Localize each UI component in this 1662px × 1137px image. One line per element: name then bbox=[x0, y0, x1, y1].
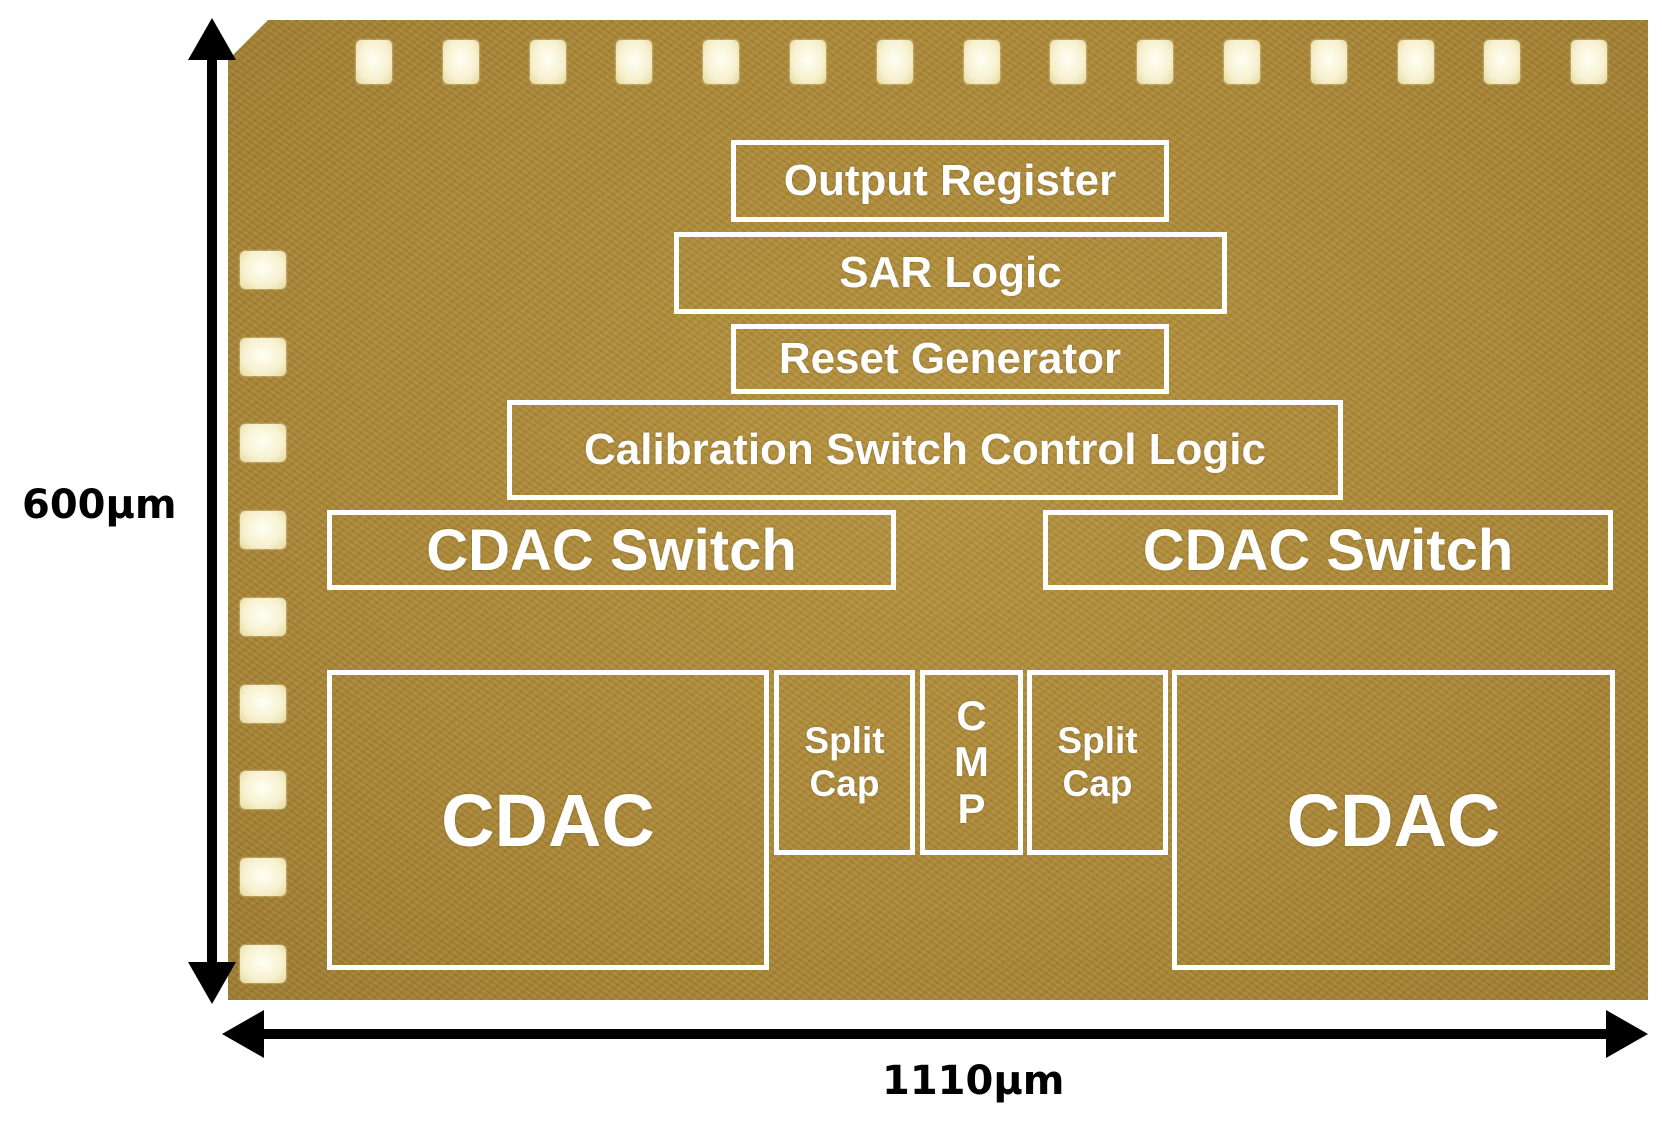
left-bond-pad bbox=[240, 771, 286, 810]
top-bond-pad bbox=[1310, 40, 1347, 84]
cdac-switch-right-label: CDAC Switch bbox=[1142, 517, 1514, 583]
height-dimension-label: 600μm bbox=[22, 482, 177, 528]
top-bond-pad bbox=[529, 40, 566, 84]
chip-die-photo: Output Register SAR Logic Reset Generato… bbox=[228, 20, 1648, 1000]
cdac-right-block: CDAC bbox=[1172, 670, 1615, 970]
comparator-letter-p: P bbox=[957, 784, 986, 832]
top-bond-pad bbox=[616, 40, 653, 84]
split-cap-left-line-2: Cap bbox=[809, 762, 880, 804]
comparator-block: C M P bbox=[920, 670, 1023, 855]
left-bond-pad bbox=[240, 944, 286, 983]
left-bond-pad bbox=[240, 684, 286, 723]
top-bond-pad bbox=[1050, 40, 1087, 84]
width-arrow bbox=[222, 1010, 1648, 1058]
top-bond-pad bbox=[1224, 40, 1260, 84]
top-bond-pad bbox=[1484, 40, 1521, 84]
comparator-letter-m: M bbox=[954, 738, 989, 786]
output-register-block: Output Register bbox=[731, 140, 1169, 222]
calibration-switch-control-logic-block: Calibration Switch Control Logic bbox=[507, 400, 1343, 500]
top-bond-pad bbox=[1397, 40, 1434, 84]
split-cap-right-line-2: Cap bbox=[1062, 762, 1133, 804]
sar-logic-label: SAR Logic bbox=[839, 248, 1062, 297]
split-cap-left-block: Split Cap bbox=[774, 670, 915, 855]
split-cap-right-block: Split Cap bbox=[1027, 670, 1168, 855]
top-bond-pad bbox=[703, 40, 740, 84]
top-bond-pad bbox=[876, 40, 913, 84]
top-bond-pad bbox=[442, 40, 479, 84]
left-bond-pad bbox=[240, 424, 286, 463]
left-bond-pad bbox=[240, 511, 286, 550]
sar-logic-block: SAR Logic bbox=[674, 232, 1227, 314]
calibration-switch-control-logic-label: Calibration Switch Control Logic bbox=[584, 425, 1266, 474]
top-bond-pad bbox=[1571, 40, 1608, 84]
top-bond-pad bbox=[1137, 40, 1174, 84]
cdac-left-block: CDAC bbox=[327, 670, 769, 970]
split-cap-left-line-1: Split bbox=[804, 719, 885, 761]
top-bond-pad bbox=[356, 40, 392, 84]
comparator-letter-c: C bbox=[956, 692, 987, 740]
left-bond-pad bbox=[240, 857, 286, 896]
left-bond-pad bbox=[240, 597, 286, 636]
cdac-switch-right-block: CDAC Switch bbox=[1043, 510, 1613, 590]
cdac-right-label: CDAC bbox=[1286, 778, 1501, 862]
left-bond-pad bbox=[240, 337, 286, 376]
die-corner-bevel bbox=[228, 20, 268, 60]
top-bond-pad bbox=[790, 40, 826, 84]
width-dimension-label: 1110μm bbox=[882, 1058, 1065, 1104]
output-register-label: Output Register bbox=[783, 156, 1117, 205]
reset-generator-block: Reset Generator bbox=[731, 324, 1169, 394]
reset-generator-label: Reset Generator bbox=[778, 334, 1122, 383]
cdac-switch-left-block: CDAC Switch bbox=[327, 510, 896, 590]
split-cap-right-line-1: Split bbox=[1057, 719, 1138, 761]
cdac-left-label: CDAC bbox=[441, 778, 655, 862]
top-bond-pad bbox=[963, 40, 1000, 84]
left-bond-pad bbox=[240, 251, 286, 289]
cdac-switch-left-label: CDAC Switch bbox=[426, 517, 797, 583]
